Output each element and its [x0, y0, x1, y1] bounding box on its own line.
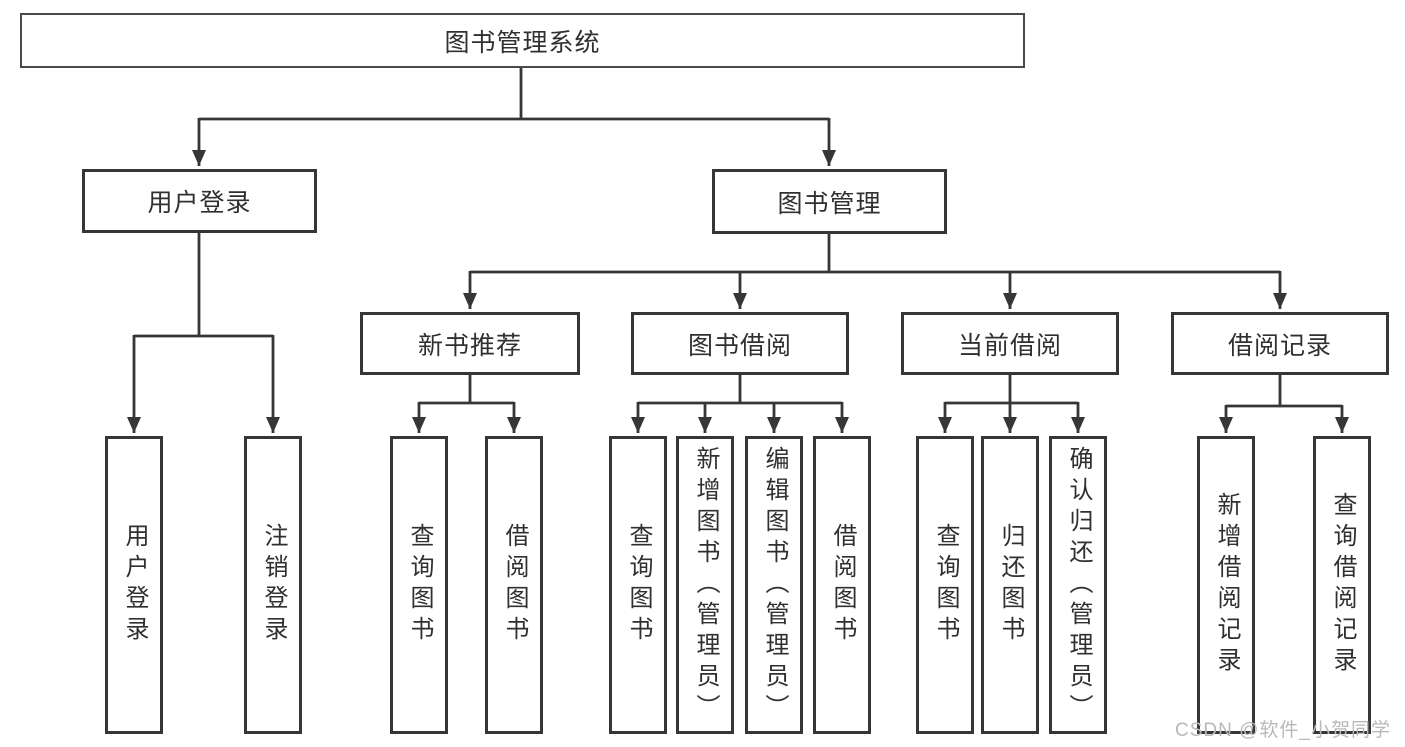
leaf-record-query-record: 查询借阅记录 [1313, 436, 1371, 734]
node-book-management-label: 图书管理 [777, 189, 882, 218]
leaf-newbook-query-books: 查询图书 [390, 436, 448, 734]
node-user-login: 用户登录 [82, 169, 317, 233]
leaf-borrow-edit-books-admin: 编辑图书（管理员） [745, 436, 803, 734]
node-user-login-label: 用户登录 [147, 189, 252, 217]
node-book-borrow: 图书借阅 [631, 312, 849, 375]
csdn-watermark: CSDN @软件_小贺同学 [1175, 720, 1391, 741]
leaf-current-confirm-return-admin: 确认归还（管理员） [1049, 436, 1107, 734]
node-borrow-record: 借阅记录 [1171, 312, 1389, 375]
borrow-record-children-connectors [1219, 375, 1349, 433]
leaf-borrow-borrow-books: 借阅图书 [813, 436, 871, 734]
user-login-children-connectors [127, 233, 280, 433]
leaf-record-add-record: 新增借阅记录 [1197, 436, 1255, 734]
current-borrow-children-connectors [938, 375, 1085, 433]
node-book-borrow-label: 图书借阅 [687, 331, 792, 360]
leaf-current-query-books: 查询图书 [916, 436, 974, 734]
leaf-newbook-borrow-books-label: 借阅图书 [501, 523, 528, 647]
node-root-label: 图书管理系统 [444, 28, 601, 57]
leaf-borrow-borrow-books-label: 借阅图书 [829, 523, 856, 647]
leaf-current-confirm-return-admin-label: 确认归还（管理员） [1065, 445, 1092, 725]
leaf-newbook-borrow-books: 借阅图书 [485, 436, 543, 734]
leaf-borrow-query-books-label: 查询图书 [625, 523, 652, 647]
leaf-borrow-edit-books-admin-label: 编辑图书（管理员） [761, 445, 788, 725]
book-mgmt-children-connectors [463, 234, 1287, 309]
leaf-borrow-add-books-admin: 新增图书（管理员） [676, 436, 734, 734]
new-book-children-connectors [412, 375, 521, 433]
leaf-borrow-query-books: 查询图书 [609, 436, 667, 734]
leaf-newbook-query-books-label: 查询图书 [406, 523, 433, 647]
leaf-record-add-record-label: 新增借阅记录 [1213, 492, 1240, 678]
leaf-current-return-books-label: 归还图书 [997, 523, 1024, 647]
node-new-book-recommend-label: 新书推荐 [417, 331, 522, 360]
leaf-user-login: 用户登录 [105, 436, 163, 734]
leaf-current-query-books-label: 查询图书 [932, 523, 959, 647]
node-current-borrow: 当前借阅 [901, 312, 1119, 375]
leaf-record-query-record-label: 查询借阅记录 [1329, 492, 1356, 678]
leaf-user-login-label: 用户登录 [121, 523, 148, 647]
leaf-borrow-add-books-admin-label: 新增图书（管理员） [692, 445, 719, 725]
node-new-book-recommend: 新书推荐 [360, 312, 580, 375]
node-root-system: 图书管理系统 [20, 13, 1025, 68]
leaf-current-return-books: 归还图书 [981, 436, 1039, 734]
leaf-logout-label: 注销登录 [260, 523, 287, 647]
leaf-logout: 注销登录 [244, 436, 302, 734]
node-borrow-record-label: 借阅记录 [1227, 331, 1332, 360]
book-borrow-children-connectors [631, 375, 849, 433]
root-to-level2-connectors [192, 68, 836, 166]
node-current-borrow-label: 当前借阅 [957, 331, 1062, 360]
node-book-management: 图书管理 [712, 169, 947, 234]
